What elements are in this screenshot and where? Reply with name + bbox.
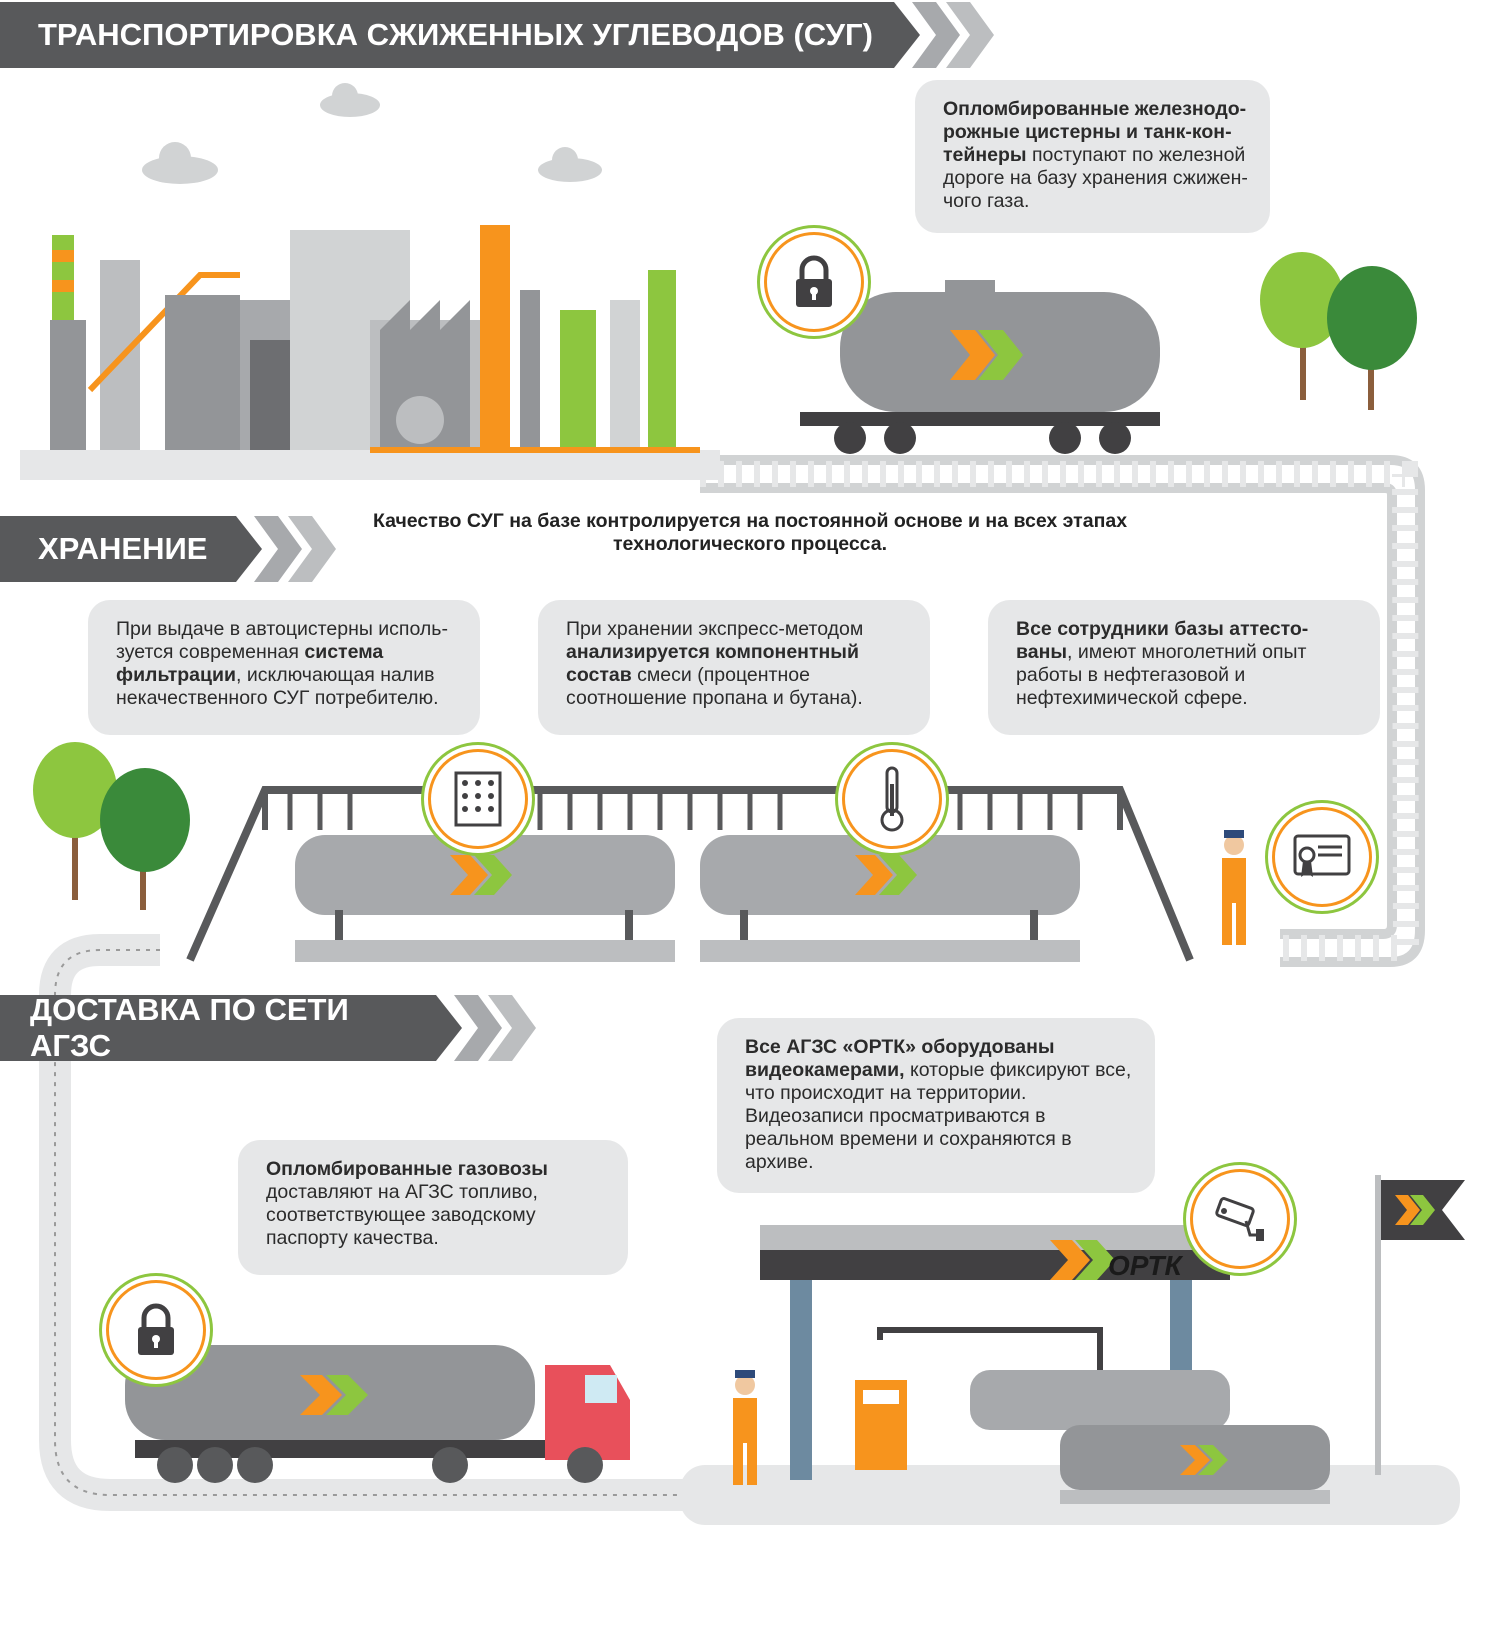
callout-analysis: При хранении экспресс-методом анализируе… [538,600,930,735]
thermometer-badge [845,752,939,846]
callout-filtration-post: , исключающая налив некачественного СУГ … [116,664,439,709]
callout-rail-bold: Опломбированные железнодо-рожные цистерн… [943,98,1247,166]
section-banner-transport: ТРАНСПОРТИРОВКА СЖИЖЕННЫХ УГЛЕВОДОВ (СУГ… [0,2,994,68]
callout-rail: Опломбированные железнодо-рожные цистерн… [915,80,1270,233]
clouds [142,83,602,184]
lock-badge-rail [767,235,861,329]
thermometer-icon [880,766,904,832]
callout-staff: Все сотрудники базы аттесто-ваны, имеют … [988,600,1380,735]
worker-top [1222,830,1246,945]
camera-icon [1215,1197,1264,1241]
callout-analysis-pre: При хранении экспресс-методом [566,618,864,640]
road-path [39,934,720,1511]
section-banner-storage: ХРАНЕНИЕ [0,516,336,582]
filter-icon [454,771,502,827]
brand-logo-text: ОРТК [1108,1250,1182,1281]
certificate-badge [1275,810,1369,904]
callout-rail-text: поступают по железной дороге на базу хра… [943,144,1248,212]
gas-station [680,1175,1465,1525]
section-title-transport: ТРАНСПОРТИРОВКА СЖИЖЕННЫХ УГЛЕВОДОВ (СУГ… [0,2,920,68]
callout-filtration-bold: система фильтрации [116,641,384,686]
callout-cameras-bold: Все АГЗС «ОРТК» оборудованы видеокамерам… [745,1036,1055,1081]
tanker-truck [125,1345,630,1483]
callout-cameras: Все АГЗС «ОРТК» оборудованы видеокамерам… [717,1018,1155,1193]
storage-area [186,786,1194,962]
callout-filtration-pre: При выдаче в автоцистерны исполь-зуется … [116,618,448,663]
section-title-delivery: ДОСТАВКА ПО СЕТИ АГЗС [0,995,462,1061]
certificate-icon [1293,834,1351,877]
callout-trucks: Опломбированные газовозы доставляют на А… [238,1140,628,1275]
callout-analysis-post: смеси (процентное соотношение пропана и … [566,664,863,709]
filter-badge [431,752,525,846]
lock-icon [796,255,832,307]
callout-trucks-bold: Опломбированные газовозы [266,1158,548,1180]
worker-bottom [733,1370,757,1485]
lock-badge-truck [109,1283,203,1377]
quality-caption: Качество СУГ на базе контролируется на п… [372,510,1128,555]
callout-analysis-bold: анализируется компонентный состав [566,641,859,686]
trees-middle [33,742,190,910]
trees-top [1260,252,1417,410]
callout-trucks-text: доставляют на АГЗС топливо, соответствую… [266,1181,538,1249]
callout-staff-text: , имеют многолетний опыт работы в нефтег… [1016,641,1307,709]
lock-icon [138,1303,174,1355]
callout-filtration: При выдаче в автоцистерны исполь-зуется … [88,600,480,735]
camera-badge [1193,1172,1287,1266]
section-banner-delivery: ДОСТАВКА ПО СЕТИ АГЗС [0,995,536,1061]
callout-cameras-text: которые фиксируют все, что происходит на… [745,1059,1132,1173]
rail-tank-car [800,280,1160,454]
factory [20,225,720,480]
section-title-storage: ХРАНЕНИЕ [0,516,262,582]
rail-track [700,455,1425,967]
callout-staff-bold: Все сотрудники базы аттесто-ваны [1016,618,1309,663]
